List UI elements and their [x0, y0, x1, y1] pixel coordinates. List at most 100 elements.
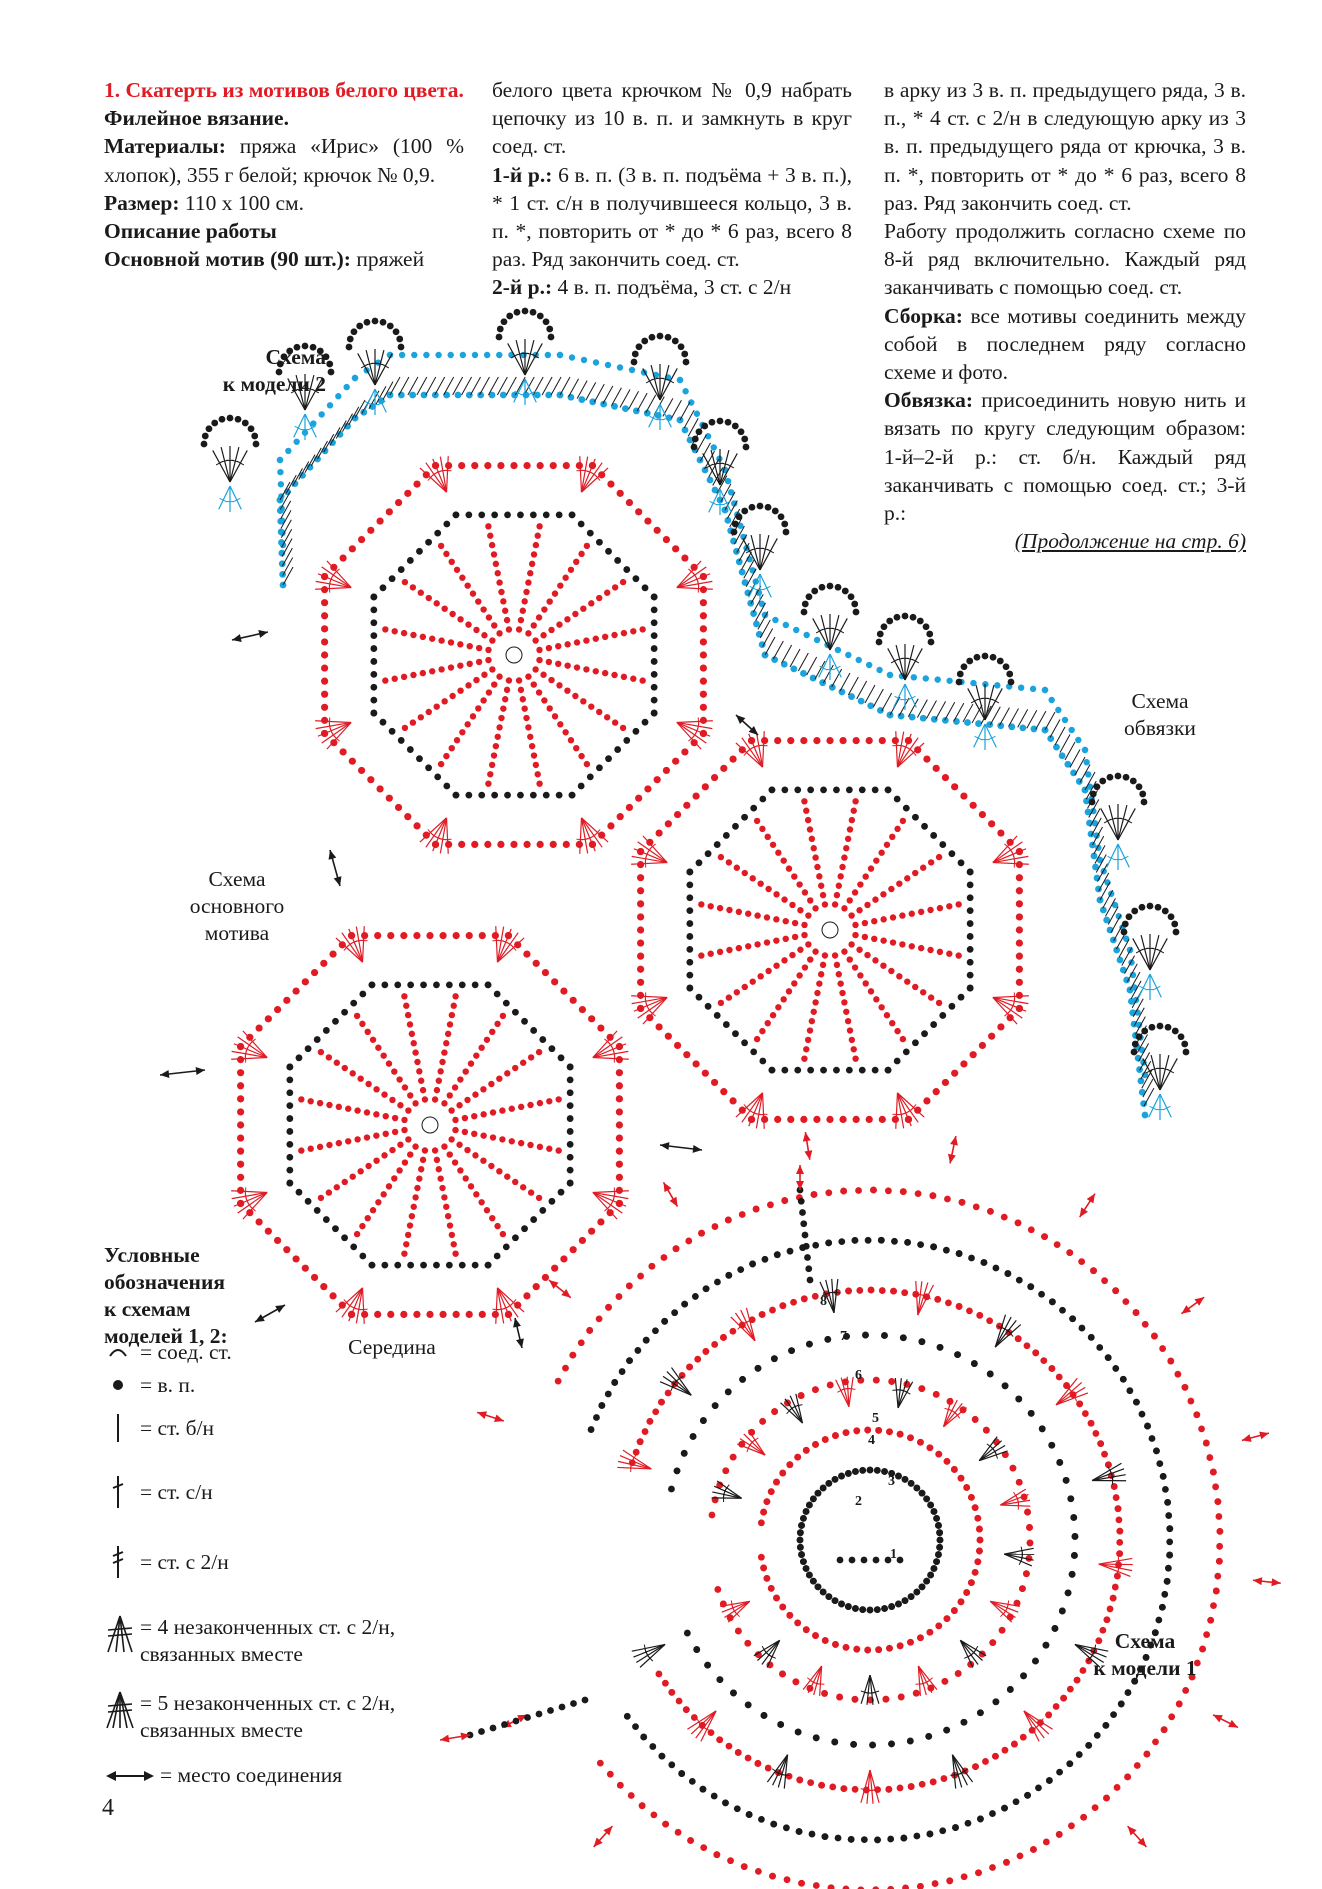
scallop-legs	[229, 485, 242, 510]
motif-red-chain	[988, 1032, 996, 1040]
scallop-chain	[800, 608, 808, 616]
motif-spoke	[357, 1075, 364, 1082]
motif-spoke	[639, 626, 646, 633]
motif-fan	[233, 1191, 268, 1207]
edging-hatch	[1074, 756, 1086, 776]
model1-join-arrow	[663, 1182, 672, 1193]
motif-spoke	[904, 875, 911, 882]
motif-spoke	[801, 921, 808, 929]
motif-fan	[315, 586, 352, 590]
motif-spoke	[373, 1111, 380, 1118]
model1-ring	[901, 1597, 909, 1605]
edging-blue-chain	[600, 400, 608, 408]
motif-black-chain	[491, 791, 499, 799]
edging-blue-chain-outer	[471, 351, 479, 359]
motif-red-chain	[761, 737, 769, 745]
motif-spoke	[448, 1011, 456, 1019]
motif-fan	[497, 1287, 525, 1313]
model1-fan	[990, 1600, 1020, 1607]
join-arrow	[328, 850, 337, 860]
motif-black-chain	[445, 981, 453, 989]
motif-spoke	[639, 677, 646, 684]
model1-fan	[633, 1643, 666, 1658]
model1-fan	[978, 1445, 1006, 1462]
model1-ring	[872, 1376, 880, 1384]
row2-paragraph: 2-й р.: 4 в. п. подъёма, 3 ст. с 2/н	[492, 273, 852, 301]
scallop-legs	[662, 415, 671, 421]
slip-stitch-icon	[109, 1349, 127, 1357]
motif-spoke	[461, 1128, 469, 1136]
scallop-chain	[960, 663, 968, 671]
model1-ring	[966, 1307, 973, 1315]
edging-hatch	[1137, 1034, 1148, 1053]
motif-spoke	[448, 558, 455, 566]
scallop-fan	[507, 343, 526, 376]
motif-red-chain	[578, 1005, 587, 1014]
motif-spoke	[791, 919, 799, 927]
scallop-chain	[1125, 913, 1133, 921]
motif-red-chain	[997, 829, 1005, 837]
scallop-chain	[1088, 798, 1096, 806]
motif-spoke	[443, 752, 450, 760]
model1-fan	[917, 1665, 933, 1694]
motif-spoke	[457, 1076, 464, 1083]
model1-fan	[737, 1443, 766, 1456]
scallop-chain	[396, 335, 404, 343]
model1-fan	[783, 1754, 789, 1789]
edging-blue-chain	[1083, 797, 1090, 805]
motif-center	[505, 646, 523, 664]
motif-spoke	[530, 551, 538, 558]
edging-hatch	[329, 427, 341, 446]
model1-ring	[569, 1351, 577, 1359]
edging-blue-chain-outer	[277, 468, 284, 476]
scallop-chain	[741, 507, 749, 515]
motif-spoke	[769, 841, 777, 848]
model1-fan	[813, 1665, 823, 1696]
motif-spoke	[807, 956, 814, 963]
edging-blue-chain	[724, 516, 732, 524]
model1-ring	[587, 1426, 595, 1433]
legend-text-single-crochet: = ст. б/н	[140, 1415, 214, 1440]
model1-ring	[673, 1467, 681, 1475]
model1-ring	[838, 1600, 845, 1608]
motif-red-chain	[699, 599, 707, 607]
scallop-legs	[218, 485, 231, 510]
motif-black-chain	[695, 859, 703, 867]
scallop-chain	[771, 507, 779, 515]
edging-blue-chain-outer	[710, 444, 717, 451]
model1-tail-chain	[558, 1703, 566, 1711]
scheme-main-label: Схема основного мотива	[172, 866, 302, 947]
motif-red-chain	[637, 887, 645, 895]
motif-spoke	[523, 714, 530, 722]
model1-fan	[716, 1480, 742, 1499]
edging-blue-chain-outer	[855, 656, 862, 664]
motif-spoke	[831, 952, 839, 959]
edging-hatch	[1049, 719, 1061, 738]
scallop-fan	[229, 446, 240, 483]
motif-black-chain	[939, 1012, 947, 1019]
model1-tail-chain	[581, 1696, 589, 1704]
model1-fan	[959, 1640, 974, 1668]
edging-blue-chain	[964, 719, 971, 726]
motif-spoke	[471, 1112, 478, 1120]
motif-black-chain	[732, 822, 739, 830]
model1-start-chain	[806, 1276, 814, 1284]
motif-spoke	[757, 880, 764, 887]
motif-spoke	[441, 1049, 448, 1056]
model1-ring	[720, 1334, 727, 1341]
model1-ring	[1101, 1450, 1108, 1458]
motif-black-chain	[921, 822, 928, 830]
model1-ring	[773, 1251, 781, 1259]
scallop-legs	[232, 497, 241, 503]
motif-red-chain	[329, 1292, 337, 1300]
motif-spoke	[808, 1017, 816, 1025]
model1-ring	[1210, 1602, 1217, 1610]
model1-join-arrow	[561, 1288, 571, 1298]
motif-black-chain	[641, 584, 649, 592]
model1-fan	[743, 1433, 766, 1456]
model1-ring	[1066, 1685, 1074, 1693]
motif-black-chain	[930, 1021, 938, 1028]
motif-red-chain	[387, 932, 395, 940]
scallop-chain	[841, 587, 849, 595]
treble-crochet-icon	[112, 1546, 124, 1578]
